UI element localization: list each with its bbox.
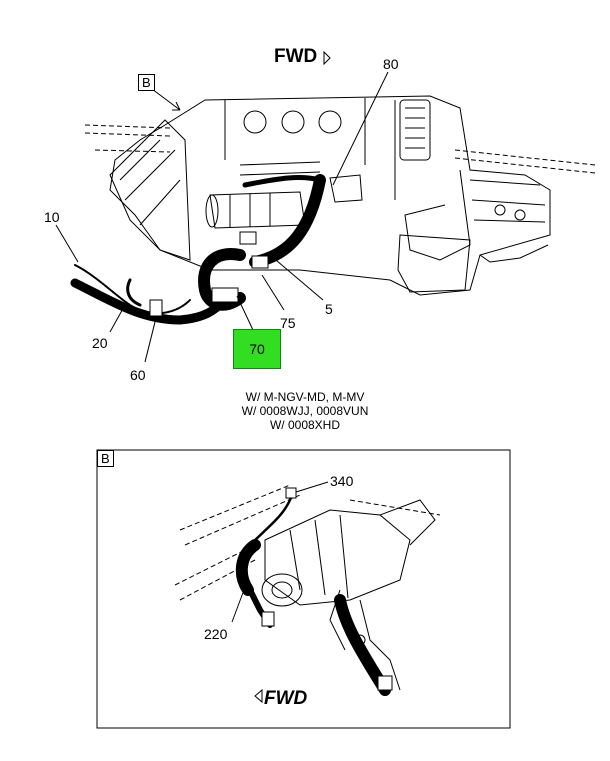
- note-line-1: W/ M-NGV-MD, M-MV: [245, 390, 365, 404]
- callout-60: 60: [130, 367, 146, 383]
- note-line-2: W/ 0008WJJ, 0008VUN: [241, 404, 369, 418]
- cable-10: [74, 264, 191, 315]
- callout-70: 70: [249, 341, 265, 357]
- callout-10: 10: [44, 209, 60, 225]
- view-label-b: B: [138, 74, 155, 91]
- callout-75: 75: [280, 315, 296, 331]
- frame-rail-right: [454, 149, 596, 174]
- fwd-arrow-icon: [323, 50, 331, 66]
- fwd-arrow-detail-icon: [254, 688, 263, 704]
- callout-70-highlight[interactable]: 70: [233, 329, 281, 369]
- detail-view-label-b: B: [97, 450, 114, 467]
- callout-220: 220: [204, 626, 228, 642]
- callout-5: 5: [325, 301, 333, 317]
- frame-rail-left: [84, 124, 171, 153]
- applicability-notes: W/ M-NGV-MD, M-MV W/ 0008WJJ, 0008VUN W/…: [220, 390, 390, 432]
- cable-20: [70, 278, 230, 325]
- callout-80: 80: [383, 56, 399, 72]
- note-line-3: W/ 0008XHD: [269, 418, 341, 432]
- fwd-label-detail: FWD: [264, 688, 308, 709]
- detail-frame: [96, 449, 511, 729]
- engine-block: [109, 95, 551, 296]
- callout-340: 340: [330, 473, 354, 489]
- callout-20: 20: [92, 335, 108, 351]
- fwd-label: FWD: [274, 46, 318, 67]
